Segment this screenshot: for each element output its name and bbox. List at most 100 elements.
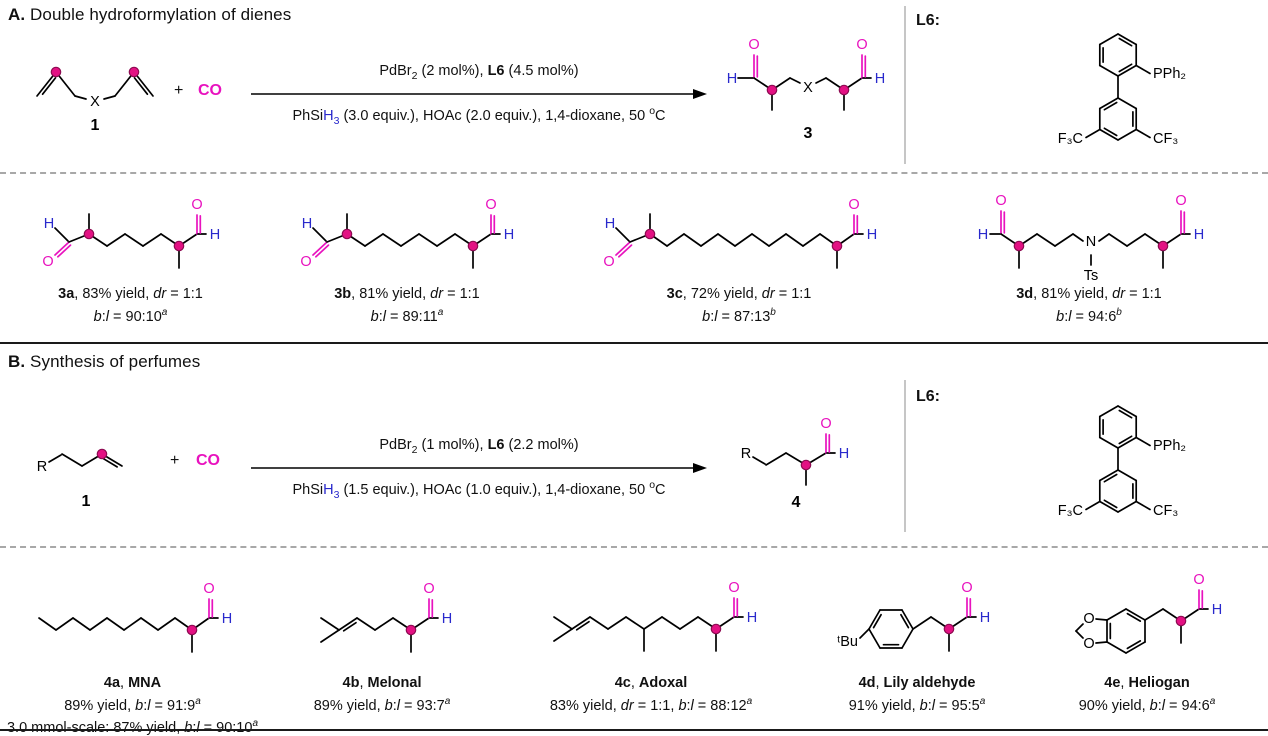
branch-carbon-dot [405, 624, 417, 636]
ligand-l6-structure-a [1056, 33, 1187, 148]
structure-aldehyde-4: R O H 4 [741, 416, 849, 511]
bonds [320, 598, 439, 653]
product-caption-line: 89% yield, b:l = 93:7a [313, 695, 451, 714]
structure-4e: O O O H [1075, 572, 1222, 654]
branch-carbon-dot [173, 240, 185, 252]
hydrogen-label: H [442, 611, 452, 627]
atom-x-label: X [803, 80, 813, 96]
product-caption-line: 4d, Lily aldehyde [858, 675, 976, 691]
oxygen-label: O [748, 37, 759, 53]
structure-4b: O H [320, 581, 452, 653]
hydrogen-label: H [210, 227, 220, 243]
benzene-ring [1106, 608, 1146, 654]
reaction-arrow-block-b: PdBr2 (1 mol%), L6 (2.2 mol%) PhSiH3 (1.… [243, 436, 715, 505]
section-a-title: A. Double hydroformylation of dienes [8, 5, 292, 24]
nitrogen-label: N [1086, 234, 1096, 250]
oxygen-label: O [191, 197, 202, 213]
structure-3d: H O N Ts O H [978, 193, 1204, 284]
bonds [48, 453, 123, 468]
branch-carbon-dot [1157, 240, 1169, 252]
structure-3a: H O O H [42, 197, 220, 270]
oxygen-label: O [203, 581, 214, 597]
product-3d: H O N Ts O H 3d, 81% yield, dr = 1:1 b:l… [928, 186, 1250, 326]
hydrogen-label: H [980, 610, 990, 626]
product-4b: O H 4b, Melonal 89% yield, b:l = 93:7a [268, 563, 496, 715]
oxygen-label: O [848, 197, 859, 213]
bonds [752, 433, 836, 486]
oxygen-label: O [300, 254, 311, 270]
branch-carbon-dot [128, 66, 140, 78]
product-4c: O H 4c, Adoxal 83% yield, dr = 1:1, b:l … [504, 563, 798, 715]
atom-x-label: X [90, 94, 100, 110]
section-divider [0, 342, 1268, 344]
structure-3b: H O O H [300, 197, 514, 270]
arrowhead [693, 88, 707, 99]
co-reagent-b: CO [196, 452, 220, 469]
arrowhead [693, 462, 707, 473]
ligand-l6-label-a: L6: [916, 12, 940, 29]
conditions-above-a: PdBr2 (2 mol%), L6 (4.5 mol%) [379, 63, 579, 82]
conditions-below-a: PhSiH3 (3.0 equiv.), HOAc (2.0 equiv.), … [292, 104, 666, 127]
oxygen-label: O [820, 416, 831, 432]
oxygen-label: O [856, 37, 867, 53]
hydrogen-label: H [504, 227, 514, 243]
oxygen-label: O [961, 580, 972, 596]
oxygen-label: O [603, 254, 614, 270]
reaction-arrow-a [251, 88, 707, 99]
product-caption-line: 3.0 mmol-scale: 87% yield, b:l = 90:10a [6, 717, 258, 736]
branch-carbon-dot [831, 240, 843, 252]
bonds [737, 54, 872, 111]
branch-carbon-dot [710, 623, 722, 635]
product-caption-line: 3c, 72% yield, dr = 1:1 [666, 286, 812, 302]
oxygen-label: O [485, 197, 496, 213]
benzene-ring [868, 609, 914, 649]
section-b-title: B. Synthesis of perfumes [8, 352, 201, 371]
hydrogen-label: H [605, 216, 615, 232]
structure-diene-1: X 1 [36, 66, 154, 134]
product-caption-line: 91% yield, b:l = 95:5a [848, 695, 986, 714]
branch-carbon-dot [467, 240, 479, 252]
product-4a: O H 4a, MNA 89% yield, b:l = 91:9a 3.0 m… [5, 563, 260, 736]
reaction-arrow-b [251, 462, 707, 473]
ligand-l6-structure-b [1056, 405, 1187, 520]
product-caption-line: 90% yield, b:l = 94:6a [1078, 695, 1216, 714]
product-3b: H O O H 3b, 81% yield, dr = 1:1 b:l = 89… [272, 186, 542, 326]
compound-3-label: 3 [804, 125, 813, 142]
product-caption-line: b:l = 89:11a [370, 306, 444, 325]
r-group-label: R [37, 459, 47, 475]
r-group-label: R [741, 446, 751, 462]
structure-4c: O H [553, 580, 757, 652]
tbu-label: ᵗBu [837, 634, 858, 650]
branch-carbon-dot [96, 448, 108, 460]
product-caption-line: b:l = 90:10a [93, 306, 168, 325]
product-3c: H O O H 3c, 72% yield, dr = 1:1 b:l = 87… [578, 186, 900, 326]
product-caption-line: 3a, 83% yield, dr = 1:1 [58, 286, 203, 302]
oxygen-label: O [728, 580, 739, 596]
oxygen-label: O [1175, 193, 1186, 209]
hydrogen-label: H [221, 611, 231, 627]
branch-carbon-dot [186, 624, 197, 636]
ligand-divider-a [904, 6, 906, 164]
branch-carbon-dot [50, 66, 62, 78]
branch-carbon-dot [943, 623, 955, 635]
dashed-divider-b [0, 546, 1268, 548]
bonds [859, 597, 977, 652]
plus-sign-b: + [170, 452, 180, 469]
product-caption-line: 4a, MNA [103, 675, 162, 691]
product-caption-line: 89% yield, b:l = 91:9a [64, 695, 201, 714]
hydrogen-label: H [839, 446, 849, 462]
branch-carbon-dot [800, 459, 812, 471]
product-3a: H O O H 3a, 83% yield, dr = 1:1 b:l = 90… [18, 186, 243, 326]
oxygen-label: O [423, 581, 434, 597]
branch-carbon-dot [83, 228, 95, 240]
bonds [615, 213, 864, 269]
hydrogen-label: H [1194, 227, 1204, 243]
hydrogen-label: H [978, 227, 988, 243]
dioxole-ring [1075, 618, 1108, 644]
plus-sign-a: + [174, 82, 184, 99]
compound-1-label-a: 1 [91, 117, 100, 134]
structure-alkene-1: R 1 [37, 448, 123, 510]
oxygen-label: O [1083, 636, 1094, 652]
product-caption-line: 4c, Adoxal [614, 675, 688, 691]
